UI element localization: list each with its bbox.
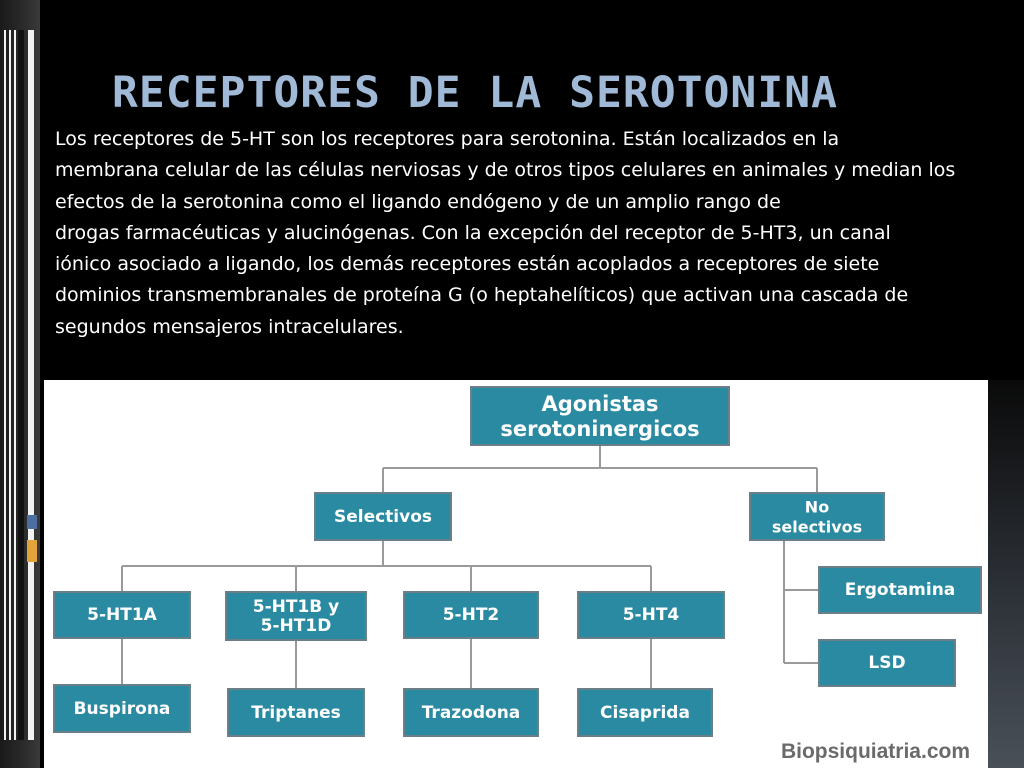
drug-node-lsd: LSD	[818, 639, 956, 687]
drug-node-cisaprida: Cisaprida	[577, 688, 713, 737]
receptor-node-5ht4: 5-HT4	[577, 591, 725, 639]
body-line: segundos mensajeros intracelulares.	[55, 315, 404, 338]
receptor-label: 5-HT1A	[87, 605, 158, 625]
agonist-diagram: Agonistas serotoninergicos Selectivos No…	[44, 380, 988, 768]
receptor-label-line: 5-HT1B y	[253, 597, 340, 617]
receptor-label: 5-HT4	[623, 605, 680, 625]
strip-gap	[18, 30, 24, 740]
body-line: iónico asociado a ligando, los demás rec…	[55, 253, 880, 276]
drug-node-trazodona: Trazodona	[403, 688, 539, 737]
strip-line	[14, 30, 16, 740]
body-line: efectos de la serotonina como el ligando…	[55, 190, 781, 213]
receptor-node-5ht2: 5-HT2	[403, 591, 539, 639]
root-node: Agonistas serotoninergicos	[470, 386, 730, 446]
drug-label: Ergotamina	[845, 580, 956, 600]
drug-label: LSD	[868, 653, 905, 673]
drug-label: Trazodona	[422, 703, 521, 723]
drug-node-triptanes: Triptanes	[227, 688, 365, 737]
right-decorative-strip	[988, 380, 1024, 768]
selective-label: Selectivos	[334, 507, 432, 527]
body-line: drogas farmacéuticas y alucinógenas. Con…	[55, 221, 891, 244]
strip-marker-blue	[27, 515, 37, 529]
receptor-node-5ht1b-5ht1d: 5-HT1B y 5-HT1D	[225, 591, 367, 641]
strip-line	[28, 30, 34, 740]
receptor-label: 5-HT2	[443, 605, 500, 625]
non-selective-label-line: selectivos	[772, 518, 862, 537]
diagram-connectors	[121, 445, 819, 689]
non-selective-label-line: No	[805, 498, 829, 517]
left-decorative-strip	[0, 0, 40, 768]
root-label-line: Agonistas	[541, 392, 658, 416]
strip-line	[9, 30, 11, 740]
selective-node: Selectivos	[314, 492, 452, 541]
drug-node-buspirona: Buspirona	[53, 684, 191, 733]
drug-label: Buspirona	[74, 699, 171, 719]
slide-body-text: Los receptores de 5-HT son los receptore…	[55, 124, 1024, 344]
drug-label: Triptanes	[251, 703, 340, 723]
strip-marker-orange	[27, 540, 37, 562]
body-line: membrana celular de las células nerviosa…	[55, 159, 956, 182]
drug-node-ergotamina: Ergotamina	[818, 566, 982, 614]
drug-label: Cisaprida	[600, 703, 690, 723]
root-label-line: serotoninergicos	[500, 417, 699, 441]
diagram-svg: Agonistas serotoninergicos Selectivos No…	[53, 386, 982, 737]
slide-title: RECEPTORES DE LA SEROTONINA	[112, 68, 838, 118]
receptor-node-5ht1a: 5-HT1A	[53, 591, 191, 639]
non-selective-node: No selectivos	[749, 492, 885, 541]
body-line: Los receptores de 5-HT son los receptore…	[55, 128, 840, 150]
strip-line	[4, 30, 6, 740]
source-credit: Biopsiquiatria.com	[780, 740, 970, 763]
receptor-label-line: 5-HT1D	[261, 616, 332, 636]
body-line: dominios transmembranales de proteína G …	[55, 284, 909, 307]
